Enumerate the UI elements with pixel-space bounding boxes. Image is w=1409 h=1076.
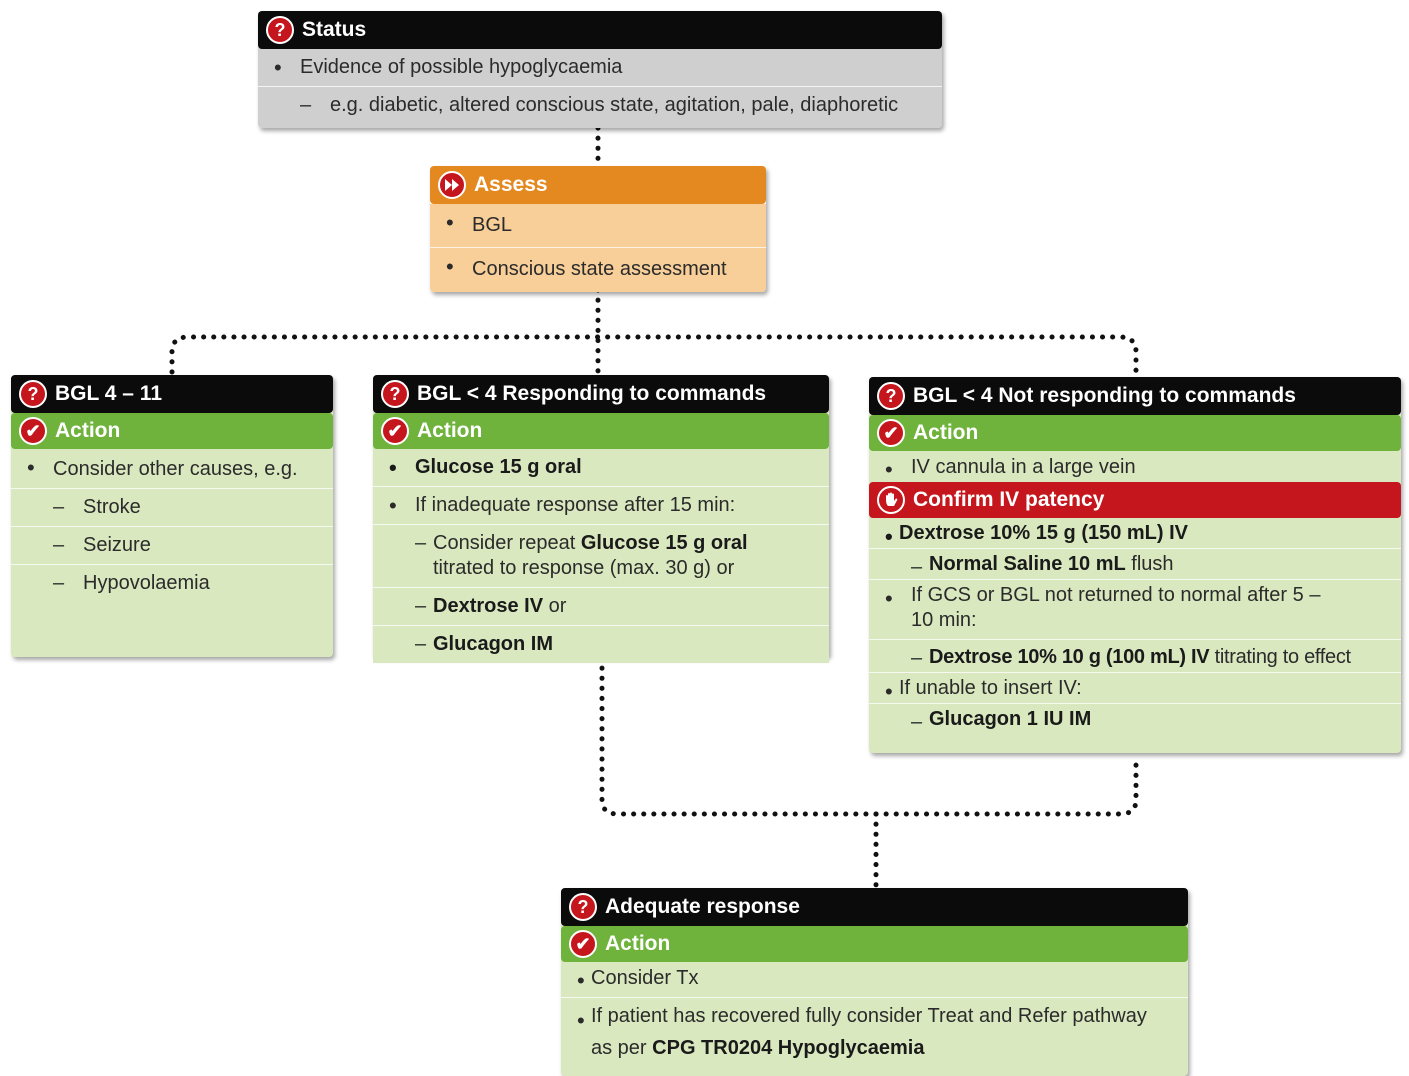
bgl-responding-action-label: Action: [417, 419, 483, 442]
status-body: Evidence of possible hypoglycaemia e.g. …: [258, 45, 942, 128]
bgl-not-responding-body: IV cannula in a large vein Confirm IV pa…: [869, 451, 1401, 738]
status-title: Status: [302, 18, 367, 41]
bgl-normal-box: ? BGL 4 – 11 ✔ Action Consider other cau…: [11, 375, 333, 657]
bgl-not-responding-header: ? BGL < 4 Not responding to commands: [869, 377, 1401, 415]
bgl-responding-sub-item: Consider repeat Glucose 15 g oral titrat…: [373, 525, 829, 588]
bgl-not-responding-title: BGL < 4 Not responding to commands: [913, 384, 1296, 407]
bgl-normal-sub-item: Stroke: [11, 489, 333, 527]
bgl-not-responding-item: If unable to insert IV:: [869, 673, 1401, 706]
bgl-responding-sub-item: Glucagon IM: [373, 626, 829, 663]
bgl-not-responding-item: IV cannula in a large vein: [869, 451, 1401, 484]
bgl-responding-box: ? BGL < 4 Responding to commands ✔ Actio…: [373, 375, 829, 663]
bgl-not-responding-sub-item: Dextrose 10% 10 g (100 mL) IV titrating …: [869, 640, 1401, 673]
question-icon: ?: [266, 16, 294, 44]
bgl-responding-title: BGL < 4 Responding to commands: [417, 382, 767, 405]
sub-text: or: [543, 595, 567, 617]
assess-header: Assess: [430, 166, 766, 204]
bgl-responding-action-header: ✔ Action: [373, 413, 829, 449]
bgl-responding-body: Glucose 15 g oral If inadequate response…: [373, 449, 829, 663]
assess-box: Assess BGL Conscious state assessment: [430, 166, 766, 292]
bgl-not-responding-action-header: ✔ Action: [869, 415, 1401, 451]
bgl-normal-action-label: Action: [55, 419, 121, 442]
sub-text: flush: [1125, 553, 1174, 575]
bgl-normal-sub-item: Seizure: [11, 527, 333, 565]
item-text: If patient has recovered fully consider …: [591, 1005, 1147, 1059]
bgl-normal-action-header: ✔ Action: [11, 413, 333, 449]
check-icon: ✔: [877, 419, 905, 447]
adequate-action-header: ✔ Action: [561, 926, 1188, 962]
bgl-responding-item: If inadequate response after 15 min:: [373, 487, 829, 525]
bgl-responding-header: ? BGL < 4 Responding to commands: [373, 375, 829, 413]
sub-bold: Glucagon 1 IU IM: [929, 708, 1092, 730]
assess-item: Conscious state assessment: [430, 248, 766, 292]
bgl-not-responding-sub-item: Normal Saline 10 mL flush: [869, 549, 1401, 580]
sub-bold: Glucagon IM: [433, 633, 553, 655]
sub-text: titrating to effect: [1209, 646, 1352, 668]
bgl-not-responding-item: If GCS or BGL not returned to normal aft…: [869, 580, 1401, 640]
item-bold: CPG TR0204 Hypoglycaemia: [652, 1037, 925, 1059]
check-icon: ✔: [569, 930, 597, 958]
bgl-responding-item: Glucose 15 g oral: [373, 449, 829, 487]
bgl-normal-sub-item: Hypovolaemia: [11, 565, 333, 602]
connector-branch-bar: [169, 334, 1139, 375]
bgl-responding-sub-item: Dextrose IV or: [373, 588, 829, 626]
bgl-not-responding-action-label: Action: [913, 421, 979, 444]
fast-forward-icon: [438, 171, 466, 199]
connector-responding-merge: [599, 655, 1139, 817]
question-icon: ?: [19, 380, 47, 408]
assess-title: Assess: [474, 173, 548, 196]
adequate-action-label: Action: [605, 932, 671, 955]
question-icon: ?: [569, 893, 597, 921]
sub-bold: Glucose 15 g oral: [580, 532, 748, 554]
adequate-item: Consider Tx: [561, 962, 1188, 998]
sub-text: Consider repeat: [433, 532, 581, 554]
bgl-normal-title: BGL 4 – 11: [55, 382, 163, 405]
assess-item: BGL: [430, 204, 766, 248]
check-icon: ✔: [381, 417, 409, 445]
sub-bold: Dextrose 10% 10 g (100 mL) IV: [929, 646, 1210, 668]
bgl-not-responding-item: Dextrose 10% 15 g (150 mL) IV: [869, 518, 1401, 551]
status-item: Evidence of possible hypoglycaemia: [258, 49, 942, 87]
sub-bold: Normal Saline 10 mL: [929, 553, 1126, 575]
status-sub-item: e.g. diabetic, altered conscious state, …: [258, 87, 942, 128]
sub-bold: Dextrose IV: [433, 595, 544, 617]
adequate-title: Adequate response: [605, 895, 800, 918]
adequate-box: ? Adequate response ✔ Action Consider Tx…: [561, 888, 1188, 1076]
confirm-iv-label: Confirm IV patency: [913, 488, 1105, 511]
adequate-header: ? Adequate response: [561, 888, 1188, 926]
bgl-normal-item: Consider other causes, e.g.: [11, 449, 333, 489]
question-icon: ?: [381, 380, 409, 408]
stop-hand-icon: [877, 486, 905, 514]
confirm-iv-header: Confirm IV patency: [869, 482, 1401, 518]
check-icon: ✔: [19, 417, 47, 445]
bgl-not-responding-box: ? BGL < 4 Not responding to commands ✔ A…: [869, 377, 1401, 753]
bgl-normal-header: ? BGL 4 – 11: [11, 375, 333, 413]
sub-text: titrated to response (max. 30 g) or: [433, 557, 735, 579]
adequate-body: Consider Tx If patient has recovered ful…: [561, 962, 1188, 1070]
bgl-normal-body: Consider other causes, e.g. Stroke Seizu…: [11, 449, 333, 602]
status-header: ? Status: [258, 11, 942, 49]
adequate-item: If patient has recovered fully consider …: [561, 998, 1188, 1070]
status-box: ? Status Evidence of possible hypoglycae…: [258, 11, 942, 128]
bgl-not-responding-sub-item: Glucagon 1 IU IM: [869, 704, 1401, 738]
question-icon: ?: [877, 382, 905, 410]
assess-body: BGL Conscious state assessment: [430, 204, 766, 292]
